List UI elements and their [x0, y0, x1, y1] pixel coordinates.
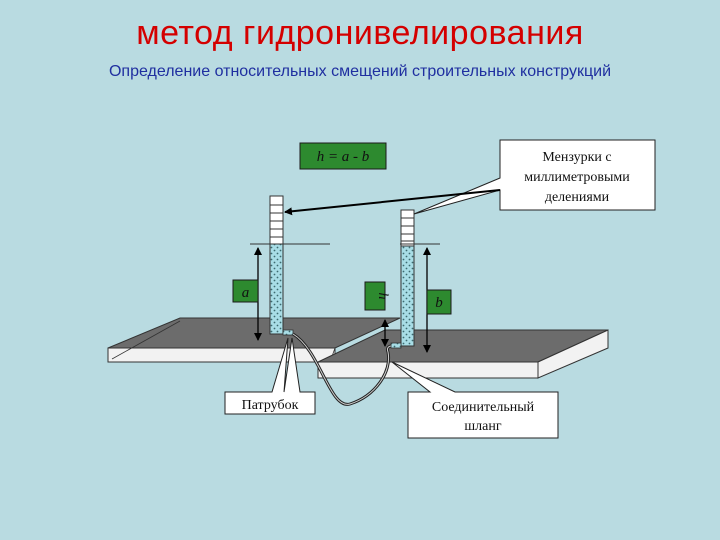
- callout-hose: Соединительный шланг: [391, 361, 559, 439]
- tubes-pointer-arrow: [284, 189, 501, 216]
- page-title: метод гидронивелирования: [136, 14, 584, 52]
- callout-tubes-line2: миллиметровыми: [524, 170, 630, 185]
- label-h-box: h: [364, 281, 390, 311]
- label-b-box: b: [426, 289, 452, 315]
- right-slab: [317, 329, 609, 379]
- label-b: b: [435, 295, 443, 311]
- callout-nozzle-text: Патрубок: [242, 398, 299, 413]
- formula-text: h = a - b: [317, 149, 370, 165]
- callout-hose-line1: Соединительный: [432, 400, 535, 415]
- callout-tubes-line1: Мензурки с: [542, 150, 611, 165]
- callout-nozzle: Патрубок: [224, 337, 316, 415]
- left-measuring-tube: [269, 195, 294, 336]
- right-measuring-tube: [390, 209, 415, 349]
- callout-tubes: Мензурки с миллиметровыми делениями: [413, 139, 656, 215]
- label-h: h: [375, 293, 390, 300]
- label-a-box: a: [232, 279, 259, 303]
- page-subtitle: Определение относительных смещений строи…: [108, 63, 612, 80]
- callout-hose-line2: шланг: [464, 419, 501, 434]
- formula-box: h = a - b: [299, 142, 387, 170]
- label-a: a: [242, 285, 250, 301]
- callout-tubes-line3: делениями: [545, 190, 610, 205]
